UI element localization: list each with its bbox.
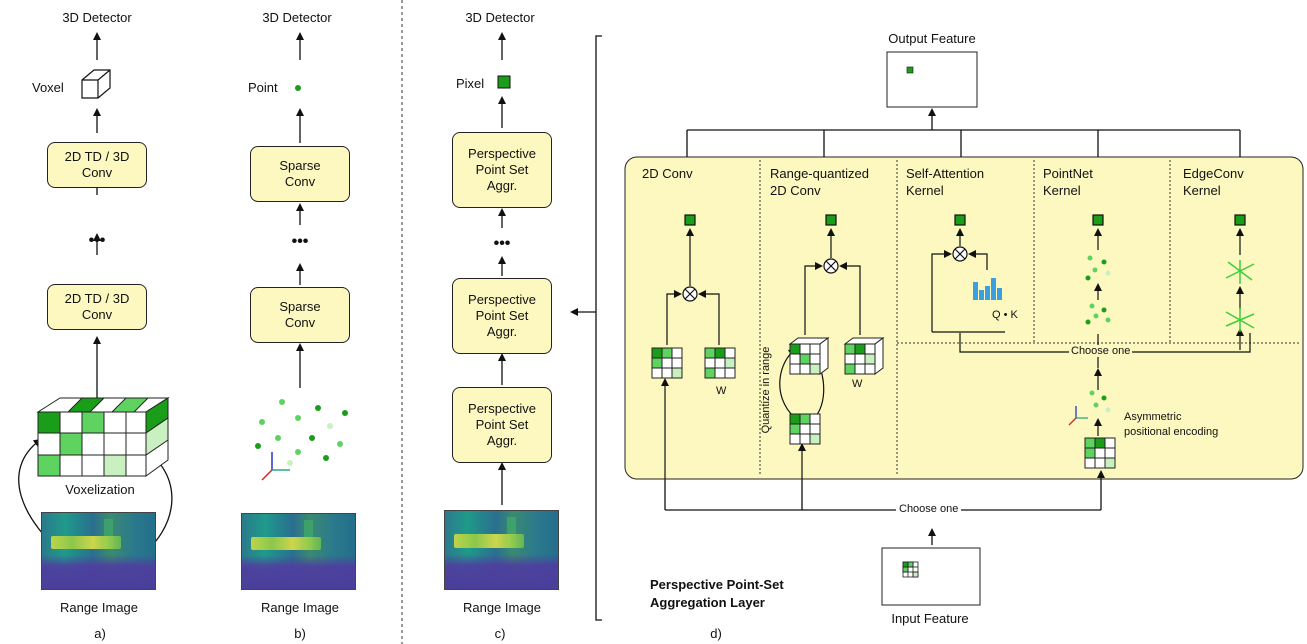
panel-c-block-3: Perspective Point Set Aggr. (452, 387, 552, 463)
panel-b-range-label: Range Image (260, 600, 340, 615)
voxel-grid (36, 397, 170, 477)
panel-b-block-top: Sparse Conv (250, 146, 350, 202)
panel-c-detector: 3D Detector (465, 10, 535, 25)
asym-label: Asymmetric positional encoding (1124, 411, 1219, 438)
panel-a-dots: ••• (88, 232, 106, 249)
col-ec-label: EdgeConv Kernel (1183, 166, 1244, 198)
w1-label: W (716, 385, 727, 397)
point-label: Point (248, 80, 278, 95)
panel-c-dots: ••• (493, 235, 511, 252)
panel-c-tag: c) (494, 626, 506, 641)
col-pn-label: PointNet Kernel (1043, 166, 1093, 198)
panel-b-block-bottom: Sparse Conv (250, 287, 350, 343)
panel-a-detector: 3D Detector (62, 10, 132, 25)
panel-b-detector: 3D Detector (262, 10, 332, 25)
range-image-b (241, 513, 356, 590)
panel-c-bracket (570, 35, 602, 621)
rq-cube-weight (843, 337, 885, 375)
input-feature-grid (902, 561, 919, 578)
panel-b-tag: b) (294, 626, 306, 641)
voxel-label: Voxel (32, 80, 64, 95)
point-dot (295, 85, 301, 91)
conv2d-input-grid (651, 347, 683, 379)
panel-a-block-top: 2D TD / 3D Conv (47, 142, 147, 188)
choose-one-top: Choose one (1069, 345, 1133, 357)
asym-input-grid (1084, 437, 1116, 469)
layer-title: Perspective Point-Set Aggregation Layer (650, 577, 784, 610)
conv2d-weight-grid (704, 347, 736, 379)
w2-label: W (852, 378, 863, 390)
qk-label: Q • K (992, 309, 1018, 321)
choose-one-bottom: Choose one (896, 503, 962, 515)
input-feature-label: Input Feature (891, 611, 969, 626)
panel-c-block-1: Perspective Point Set Aggr. (452, 132, 552, 208)
bottom-bus (664, 470, 1105, 545)
asym-axes-icon (1068, 406, 1088, 426)
panel-a-range-label: Range Image (59, 600, 139, 615)
rq-cube-input (788, 337, 830, 375)
panel-d-tag: d) (710, 626, 722, 641)
pointnet-dots (1085, 255, 1111, 413)
col-rq-label: Range-quantized 2D Conv (770, 166, 870, 198)
col-sa-label: Self-Attention Kernel (906, 166, 985, 198)
voxel-cube-icon (81, 69, 111, 99)
panel-a-block-bottom: 2D TD / 3D Conv (47, 284, 147, 330)
col-2dconv-label: 2D Conv (642, 166, 693, 181)
output-feature-label: Output Feature (888, 31, 976, 46)
input-feature-box (881, 547, 981, 606)
point-cloud (255, 399, 348, 466)
pixel-label: Pixel (456, 76, 485, 91)
panel-c-block-2: Perspective Point Set Aggr. (452, 278, 552, 354)
panel-b-dots: ••• (291, 233, 309, 250)
aggregation-panel (624, 156, 1304, 480)
panel-c-range-label: Range Image (462, 600, 542, 615)
panel-a-tag: a) (94, 626, 106, 641)
top-bus (686, 108, 1241, 157)
output-feature-box (886, 51, 978, 108)
attention-histogram-icon (973, 278, 1002, 300)
pixel-square (497, 75, 511, 89)
conv2d-diagram (661, 214, 720, 480)
range-image-a (41, 512, 156, 590)
output-feature-pixel (906, 66, 914, 74)
voxelization-label: Voxelization (65, 482, 135, 497)
axes-icon (261, 452, 290, 481)
edgeconv-star-icon (1225, 260, 1255, 332)
quantize-label: Quantize in range (760, 346, 772, 434)
rq-input-grid (789, 413, 821, 445)
edgeconv-diagram (1234, 214, 1246, 350)
sa-diagram (931, 214, 1005, 333)
range-image-c (444, 510, 559, 590)
